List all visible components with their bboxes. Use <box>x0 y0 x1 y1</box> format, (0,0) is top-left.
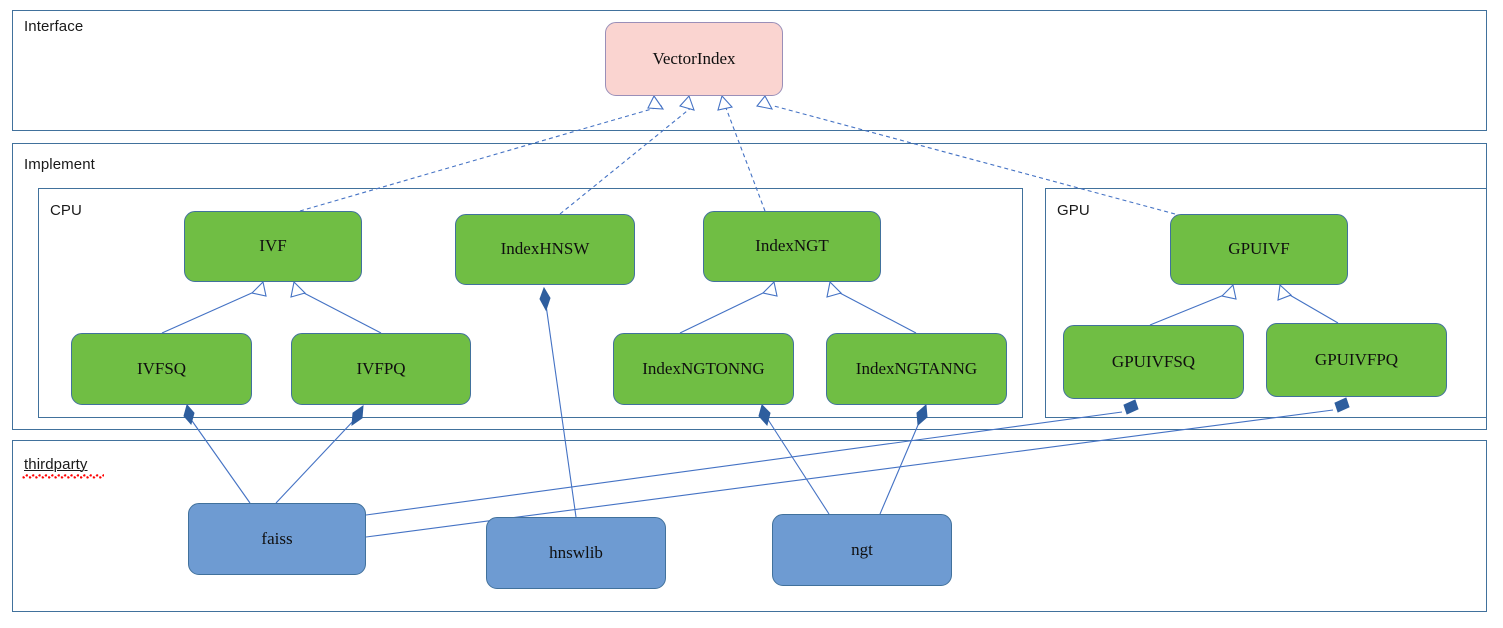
class-node-label: IVFPQ <box>356 358 406 378</box>
edge-ivfpq-ivf <box>290 280 382 334</box>
package-cpu-label: CPU <box>50 202 82 219</box>
class-node-hnswlib[interactable]: hnswlib <box>486 517 666 589</box>
edge-faiss-gpuivfpq <box>365 397 1350 538</box>
class-node-label: GPUIVFSQ <box>1111 351 1196 371</box>
class-node-label: IndexNGT <box>755 236 829 256</box>
class-node-gpuivfsq[interactable]: GPUIVFSQ <box>1063 325 1244 399</box>
edge-indexngtonng-indexngt <box>679 280 778 334</box>
class-node-label: faiss <box>261 528 293 548</box>
edge-faiss-gpuivfsq <box>365 399 1139 516</box>
class-node-vectorindex[interactable]: VectorIndex <box>605 22 783 96</box>
class-node-label: ngt <box>851 539 873 559</box>
package-interface <box>12 10 1487 131</box>
class-node-indexngtonng[interactable]: IndexNGTONNG <box>613 333 794 405</box>
class-node-indexhnsw[interactable]: IndexHNSW <box>455 214 635 285</box>
class-node-label: IndexNGTANNG <box>855 358 978 378</box>
package-thirdparty <box>12 440 1487 612</box>
edge-gpuivfsq-gpuivf <box>1149 283 1237 326</box>
package-cpu <box>38 188 1023 418</box>
edge-gpuivf-vectorindex <box>756 95 1176 215</box>
package-interface-label: Interface <box>24 18 84 35</box>
edge-faiss-ivfpq <box>275 404 364 504</box>
class-node-indexngt[interactable]: IndexNGT <box>703 211 881 282</box>
package-gpu-label: GPU <box>1057 202 1090 219</box>
class-node-label: VectorIndex <box>652 48 736 68</box>
class-node-indexngtanng[interactable]: IndexNGTANNG <box>826 333 1007 405</box>
class-node-ivfpq[interactable]: IVFPQ <box>291 333 471 405</box>
class-node-ngt[interactable]: ngt <box>772 514 952 586</box>
edge-indexhnsw-vectorindex <box>559 94 695 215</box>
edge-ngt-indexngtanng <box>879 403 928 515</box>
package-gpu <box>1045 188 1487 418</box>
class-node-faiss[interactable]: faiss <box>188 503 366 575</box>
class-node-ivf[interactable]: IVF <box>184 211 362 282</box>
class-node-gpuivfpq[interactable]: GPUIVFPQ <box>1266 323 1447 397</box>
class-node-label: IVFSQ <box>136 358 187 378</box>
class-node-label: IndexHNSW <box>500 239 590 259</box>
class-node-gpuivf[interactable]: GPUIVF <box>1170 214 1348 285</box>
edge-indexngt-vectorindex <box>717 94 766 212</box>
edge-faiss-ivfsq <box>183 403 251 504</box>
package-implement-label: Implement <box>24 156 95 173</box>
class-node-label: GPUIVF <box>1228 239 1290 259</box>
spellcheck-underline-icon <box>22 474 104 479</box>
edge-ivfsq-ivf <box>161 280 267 334</box>
class-node-ivfsq[interactable]: IVFSQ <box>71 333 252 405</box>
edge-gpuivfpq-gpuivf <box>1277 283 1339 324</box>
class-node-label: hnswlib <box>549 542 603 562</box>
edge-hnswlib-indexhnsw <box>539 286 577 518</box>
class-node-label: GPUIVFPQ <box>1314 349 1399 369</box>
class-node-label: IndexNGTONNG <box>642 358 765 378</box>
edge-indexngtanng-indexngt <box>826 280 917 334</box>
package-thirdparty-label: thirdparty <box>24 456 88 473</box>
edge-ivf-vectorindex <box>299 94 665 212</box>
edge-ngt-indexngtonng <box>758 404 830 515</box>
class-node-label: IVF <box>259 236 287 256</box>
